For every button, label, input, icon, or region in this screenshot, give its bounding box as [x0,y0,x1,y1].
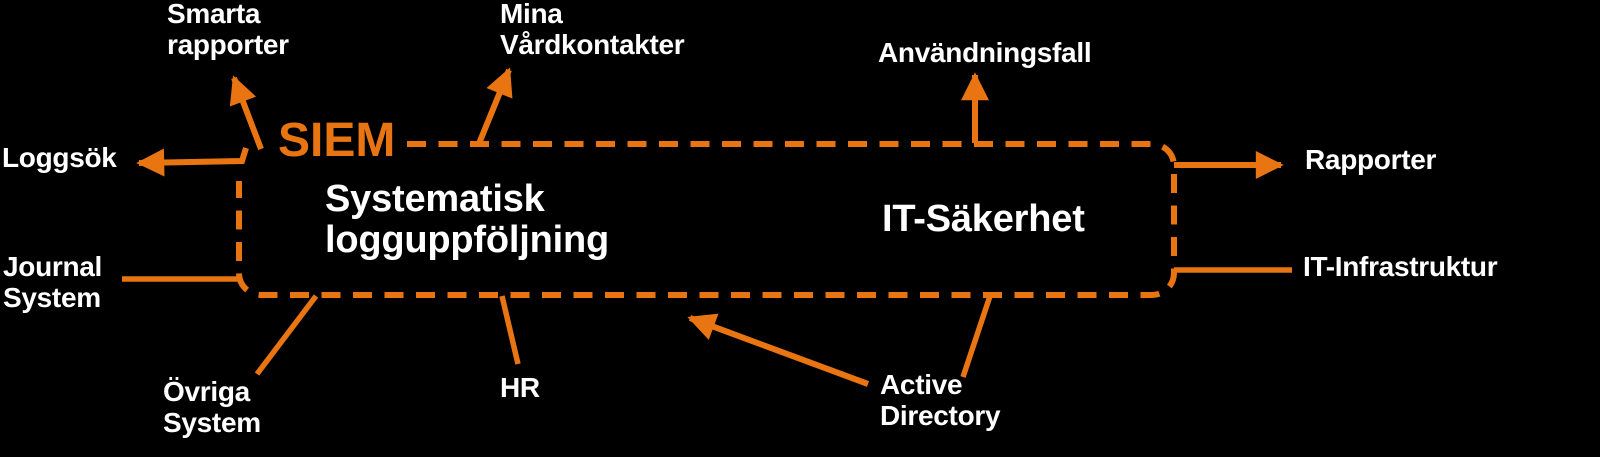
label-it-infrastruktur: IT-Infrastruktur [1303,251,1498,282]
label-anvandningsfall: Användningsfall [878,37,1092,68]
label-ovriga-system: Övriga System [163,376,261,438]
connector-hr [499,295,521,365]
connector-active-directory [960,295,993,378]
label-systematisk-logguppfoljning: Systematisk logguppföljning [325,178,610,261]
connector-ovriga-system [254,294,319,376]
label-mina-vardkontakter: Mina Vårdkontakter [500,0,685,60]
arrow-mina-vardkontakter [475,67,513,148]
arrow-loggsok [136,147,249,177]
label-it-sakerhet: IT-Säkerhet [882,198,1085,240]
siem-boundary-box [236,141,1177,298]
label-smarta-rapporter: Smarta rapporter [167,0,289,60]
label-rapporter: Rapporter [1305,144,1437,175]
siem-title: SIEM [274,116,404,168]
label-loggsok: Loggsök [2,142,117,173]
arrow-active-directory-in [687,313,870,387]
label-hr: HR [500,372,540,403]
arrow-smarta-rapporter [229,75,264,151]
label-active-directory: Active Directory [880,369,1001,431]
label-journal-system: Journal System [3,251,103,313]
